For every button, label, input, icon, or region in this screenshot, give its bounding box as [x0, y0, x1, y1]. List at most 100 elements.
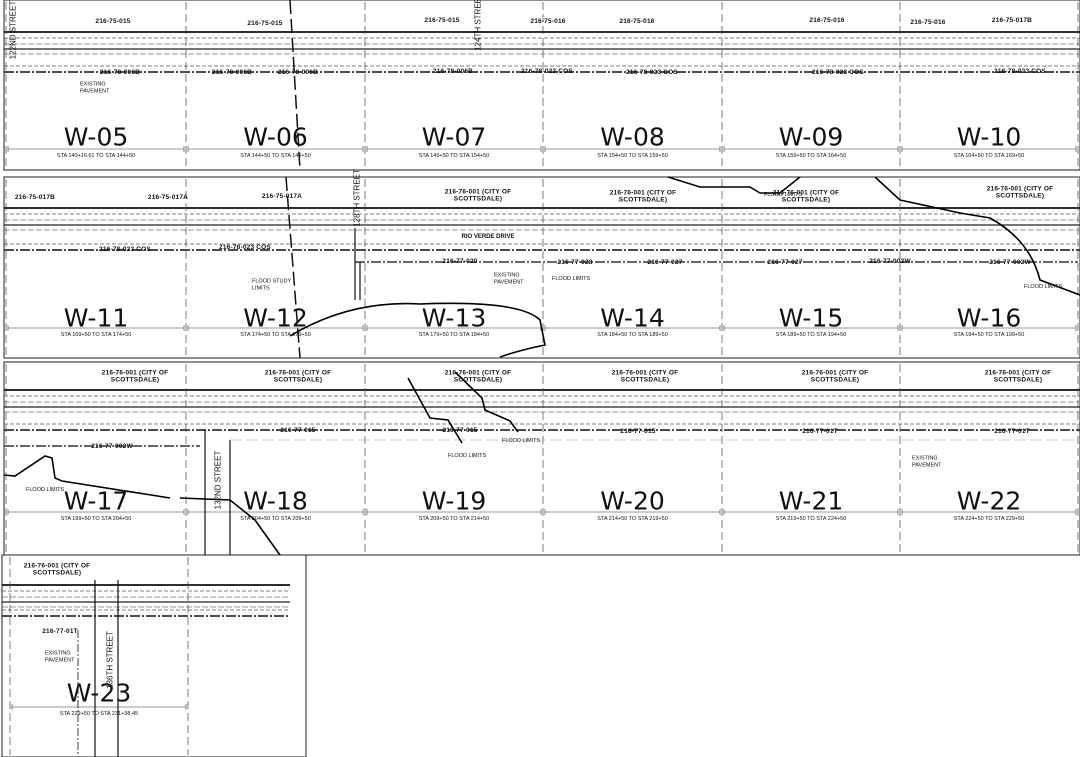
callout-note: FLOOD LIMITS	[1024, 283, 1063, 290]
street-name-label: 136TH STREET	[105, 631, 115, 689]
sheet-title: W-22	[956, 486, 1022, 516]
parcel-label: 216-77-015	[442, 426, 478, 434]
parcel-label: 216-78-023 COS	[521, 67, 573, 75]
parcel-label: 216-75-016	[619, 17, 655, 25]
sheet-title: W-09	[778, 122, 844, 152]
parcel-label: 216-77-015	[620, 427, 656, 435]
flood-study-limits	[289, 0, 301, 171]
parcel-label: 216-76-001 (CITY OF SCOTTSDALE)	[101, 369, 169, 383]
station-range: STA 194+50 TO STA 199+50	[953, 332, 1025, 338]
parcel-label: 216-77-002W	[989, 258, 1031, 266]
strip-frame	[3, 361, 1080, 556]
station-range: STA 174+50 TO STA 179+50	[240, 332, 311, 338]
station-range: STA 229+50 TO STA 231+98.45	[59, 711, 139, 717]
parcel-label: 216-76-001 (CITY OF SCOTTSDALE)	[609, 189, 677, 203]
sheet-title: W-20	[600, 486, 665, 516]
sheet-title: W-23	[66, 678, 132, 708]
station-range: STA 159+50 TO STA 164+50	[775, 153, 847, 159]
station-range: STA 144+50 TO STA 149+50	[240, 153, 311, 159]
station-range: STA 149+50 TO STA 154+50	[418, 153, 490, 159]
parcel-label: 216-78-006B	[211, 68, 253, 76]
parcel-label: 216-77-027	[767, 258, 803, 266]
station-range: STA 224+50 TO STA 229+50	[953, 516, 1025, 522]
parcel-label: 216-78-023 COS	[812, 68, 864, 76]
station-range: STA 154+50 TO STA 159+50	[597, 153, 668, 159]
sheet-title: W-21	[778, 486, 844, 516]
parcel-label: 216-76-001 (CITY OF SCOTTSDALE)	[772, 189, 840, 203]
street-name-label: 124TH STREET	[473, 0, 483, 51]
callout-note: EXISTING PAVEMENT	[45, 650, 75, 664]
flood-limits-line	[289, 302, 546, 358]
sheet-title: W-18	[243, 486, 308, 516]
sheet-title: W-10	[956, 122, 1022, 152]
sheet-title: W-05	[63, 122, 129, 152]
callout-note: FLOOD LIMITS	[26, 486, 65, 493]
parcel-label: 216-78-023 COS	[626, 68, 678, 76]
station-range: STA 219+50 TO STA 224+50	[775, 516, 847, 522]
parcel-label: 216-77-002W	[91, 442, 133, 450]
parcel-label: 216-75-016	[809, 16, 845, 24]
sheet-title: W-08	[600, 122, 665, 152]
parcel-label: 216-77-002W	[869, 257, 911, 265]
parcel-label: 216-78-023 COS	[99, 245, 151, 253]
station-range: STA 189+50 TO STA 194+50	[775, 332, 847, 338]
callout-note: FLOOD LIMITS	[502, 437, 541, 444]
parcel-label: 216-75-017B	[14, 193, 56, 201]
station-range: STA 179+50 TO STA 184+50	[418, 332, 490, 338]
street-name-label: 128TH STREET	[352, 169, 362, 227]
callout-note: EXISTING PAVEMENT	[912, 455, 942, 469]
parcel-label: 216-76-001 (CITY OF SCOTTSDALE)	[264, 369, 332, 383]
parcel-label: 216-78-006B	[277, 68, 319, 76]
parcel-label: 216-78-023 COS	[994, 67, 1046, 75]
strip-frame	[3, 0, 1080, 171]
station-range: STA 199+50 TO STA 204+50	[60, 516, 132, 522]
station-range: STA 204+50 TO STA 209+50	[240, 516, 311, 522]
sheet-title: W-13	[421, 303, 487, 333]
parcel-label: 216-77-01T	[994, 427, 1030, 435]
parcel-label: 216-75-017B	[991, 16, 1033, 24]
station-range: STA 214+50 TO STA 219+50	[597, 516, 668, 522]
parcel-label: 216-76-001 (CITY OF SCOTTSDALE)	[801, 369, 869, 383]
flood-limits-line	[454, 371, 519, 433]
parcel-label: 216-76-001 (CITY OF SCOTTSDALE)	[444, 188, 512, 202]
callout-note: FLOOD LIMITS	[448, 452, 487, 459]
parcel-label: 216-77-020	[442, 257, 478, 265]
parcel-label: 216-78-006B	[99, 68, 141, 76]
sheet-title: W-06	[243, 122, 308, 152]
flood-limits-line	[3, 455, 281, 556]
sheet-title: W-19	[421, 486, 487, 516]
parcel-label: 216-78-023 COS	[219, 243, 271, 251]
street-name-label: 122ND STREET	[8, 0, 18, 60]
callout-note: FLOOD LIMITS	[552, 275, 591, 282]
strip-frame	[1, 554, 307, 757]
callout-note: FLOOD STUDY LIMITS	[252, 278, 292, 292]
station-range: STA 209+50 TO STA 214+50	[418, 516, 490, 522]
sheet-title: W-14	[600, 303, 665, 333]
street-name-label: 132ND STREET	[213, 450, 223, 510]
parcel-label: 216-77-01T	[802, 427, 838, 435]
sheet-title: W-11	[63, 303, 129, 333]
road-name-label: RIO VERDE DRIVE	[461, 234, 515, 240]
parcel-label: 216-75-017A	[147, 193, 189, 201]
parcel-label: 216-77-028	[557, 258, 593, 266]
parcel-label: 216-76-001 (CITY OF SCOTTSDALE)	[984, 369, 1052, 383]
parcel-label: 216-75-015	[424, 16, 460, 24]
station-range: STA 169+50 TO STA 174+50	[60, 332, 132, 338]
flood-limits-line	[667, 176, 801, 194]
parcel-label: 216-75-015	[95, 17, 131, 25]
station-range: STA 140+16.61 TO STA 144+50	[56, 153, 136, 159]
parcel-label: 216-77-01T	[42, 627, 78, 635]
sheet-title: W-12	[243, 303, 308, 333]
parcel-label: 216-76-001 (CITY OF SCOTTSDALE)	[444, 369, 512, 383]
parcel-label: 216-76-001 (CITY OF SCOTTSDALE)	[611, 369, 679, 383]
callout-note: FLOOD LIMITS	[764, 191, 803, 198]
parcel-label: 216-75-017A	[261, 192, 303, 200]
sheet-title: W-15	[778, 303, 844, 333]
sheet-title: W-17	[63, 486, 129, 516]
station-range: STA 184+50 TO STA 189+50	[597, 332, 668, 338]
sheet-title: W-16	[956, 303, 1022, 333]
callout-note: EXISTING PAVEMENT	[80, 81, 110, 95]
parcel-label: 216-76-001 (CITY OF SCOTTSDALE)	[986, 185, 1054, 199]
flood-study-limits	[285, 176, 301, 359]
flood-limits-line	[407, 377, 463, 444]
